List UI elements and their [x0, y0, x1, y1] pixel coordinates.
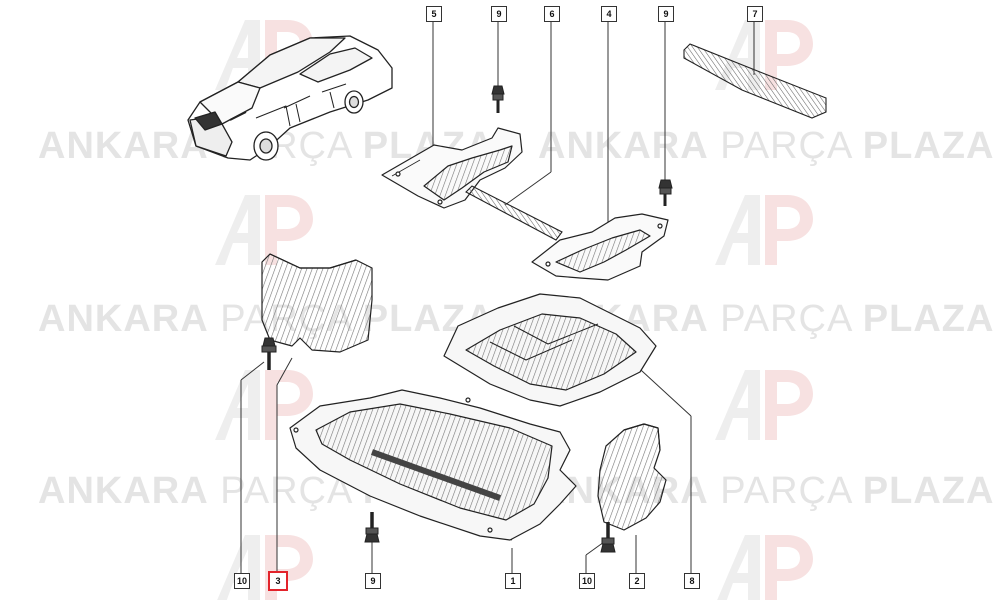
watermark-word-plaza: PLAZA: [862, 470, 995, 512]
callout-6[interactable]: 6: [544, 6, 560, 22]
callout-5[interactable]: 5: [426, 6, 442, 22]
callout-7[interactable]: 7: [747, 6, 763, 22]
part-2-guard: [597, 423, 667, 531]
watermark-word-parca: PARÇA: [220, 470, 352, 512]
part-6-strip: [465, 185, 563, 241]
watermark-word-ankara: ANKARA: [38, 125, 209, 167]
part-7-plate: [683, 43, 827, 119]
callout-2[interactable]: 2: [629, 573, 645, 589]
watermark-word-ankara: ANKARA: [538, 125, 709, 167]
callout-9[interactable]: 9: [491, 6, 507, 22]
callout-10[interactable]: 10: [579, 573, 595, 589]
watermark-word-parca: PARÇA: [720, 298, 852, 340]
watermark-word-ankara: ANKARA: [38, 470, 209, 512]
part-5-shield: [381, 127, 523, 209]
bolt-9-top: [491, 85, 505, 113]
watermark-word-parca: PARÇA: [720, 470, 852, 512]
part-3-guard: [261, 253, 373, 353]
watermark-word-plaza: PLAZA: [862, 125, 995, 167]
part-1-undertray: [289, 389, 577, 541]
bolt-10-left: [261, 337, 277, 370]
bolt-9-right: [658, 179, 673, 206]
bolt-9-bottom: [364, 512, 380, 543]
callout-9[interactable]: 9: [658, 6, 674, 22]
watermark-row-1b: ANKARA PARÇA PLAZA: [538, 125, 994, 168]
watermark-word-plaza: PLAZA: [862, 298, 995, 340]
watermark-word-ankara: ANKARA: [38, 298, 209, 340]
callout-4[interactable]: 4: [601, 6, 617, 22]
part-8-undertray: [443, 293, 657, 407]
callout-8[interactable]: 8: [684, 573, 700, 589]
callout-9[interactable]: 9: [365, 573, 381, 589]
car-illustration: [187, 35, 393, 161]
part-4-shield: [531, 213, 669, 281]
callout-10[interactable]: 10: [234, 573, 250, 589]
watermark-word-parca: PARÇA: [720, 125, 852, 167]
callout-1[interactable]: 1: [505, 573, 521, 589]
callout-3-highlighted[interactable]: 3: [268, 571, 288, 591]
bolt-10-right: [600, 522, 616, 553]
